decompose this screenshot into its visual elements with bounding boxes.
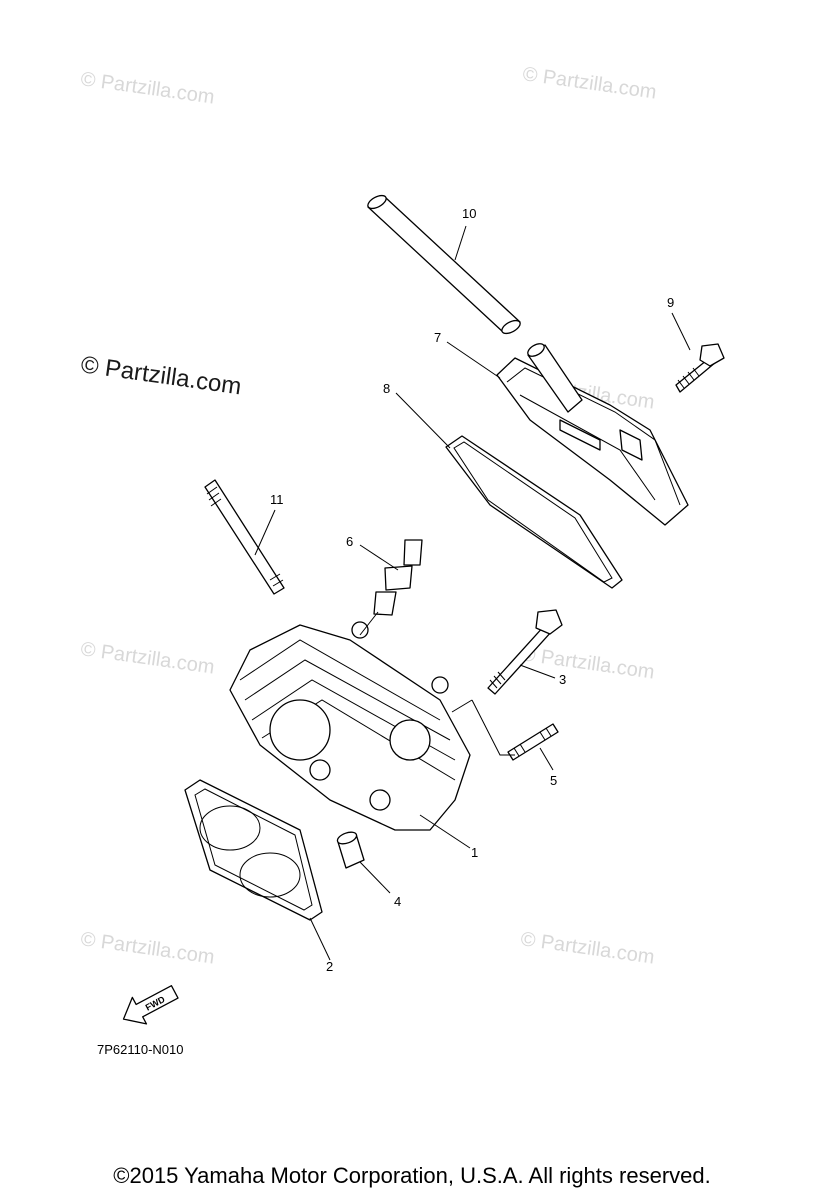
part-5-stud <box>507 723 559 761</box>
callout-7: 7 <box>434 330 441 345</box>
callout-11: 11 <box>270 492 284 507</box>
callout-4: 4 <box>394 894 401 909</box>
part-9-bolt <box>675 343 725 393</box>
part-2-head-gasket <box>184 779 323 921</box>
diagram-code: 7P62110-N010 <box>97 1042 184 1057</box>
part-6-spark-plug <box>373 539 423 616</box>
fwd-arrow-icon: FWD <box>122 985 179 1025</box>
callout-10: 10 <box>462 206 476 221</box>
watermark-top-left: © Partzilla.com <box>79 68 216 109</box>
leader-5 <box>539 747 554 771</box>
watermark-bottom-right: © Partzilla.com <box>519 928 656 969</box>
part-8-gasket <box>445 435 623 589</box>
copyright-notice: ©2015 Yamaha Motor Corporation, U.S.A. A… <box>113 1163 711 1188</box>
part-3-bolt <box>487 609 563 695</box>
part-11-stud <box>204 479 285 595</box>
leader-8 <box>395 392 451 449</box>
watermark-center-left: © Partzilla.com <box>79 638 216 679</box>
leader-lines <box>254 225 691 961</box>
leader-11 <box>254 509 276 556</box>
leader-bracket-3-5 <box>451 699 515 756</box>
leader-3 <box>519 664 556 679</box>
leader-head-6 <box>359 611 379 636</box>
callout-1: 1 <box>471 845 478 860</box>
callout-5: 5 <box>550 773 557 788</box>
leader-1 <box>419 814 471 849</box>
part-10-pipe <box>367 194 521 335</box>
part-1-cylinder-head <box>229 621 471 831</box>
callout-6: 6 <box>346 534 353 549</box>
callout-labels: 10 9 7 8 11 6 3 5 1 4 2 <box>270 206 674 974</box>
leader-4 <box>359 861 391 894</box>
watermark-bottom-left: © Partzilla.com <box>79 928 216 969</box>
callout-9: 9 <box>667 295 674 310</box>
leader-9 <box>671 312 691 351</box>
leader-7 <box>446 341 501 379</box>
part-4-dowel <box>336 831 365 869</box>
callout-2: 2 <box>326 959 333 974</box>
callout-8: 8 <box>383 381 390 396</box>
callout-3: 3 <box>559 672 566 687</box>
leader-2 <box>309 917 331 961</box>
watermark-large: © Partzilla.com <box>79 351 243 400</box>
part-7-cover <box>496 343 689 526</box>
leader-10 <box>454 225 467 261</box>
watermark-top-right: © Partzilla.com <box>521 63 658 104</box>
watermark-center-right: © Partzilla.com <box>519 643 656 684</box>
leader-6 <box>359 544 399 571</box>
